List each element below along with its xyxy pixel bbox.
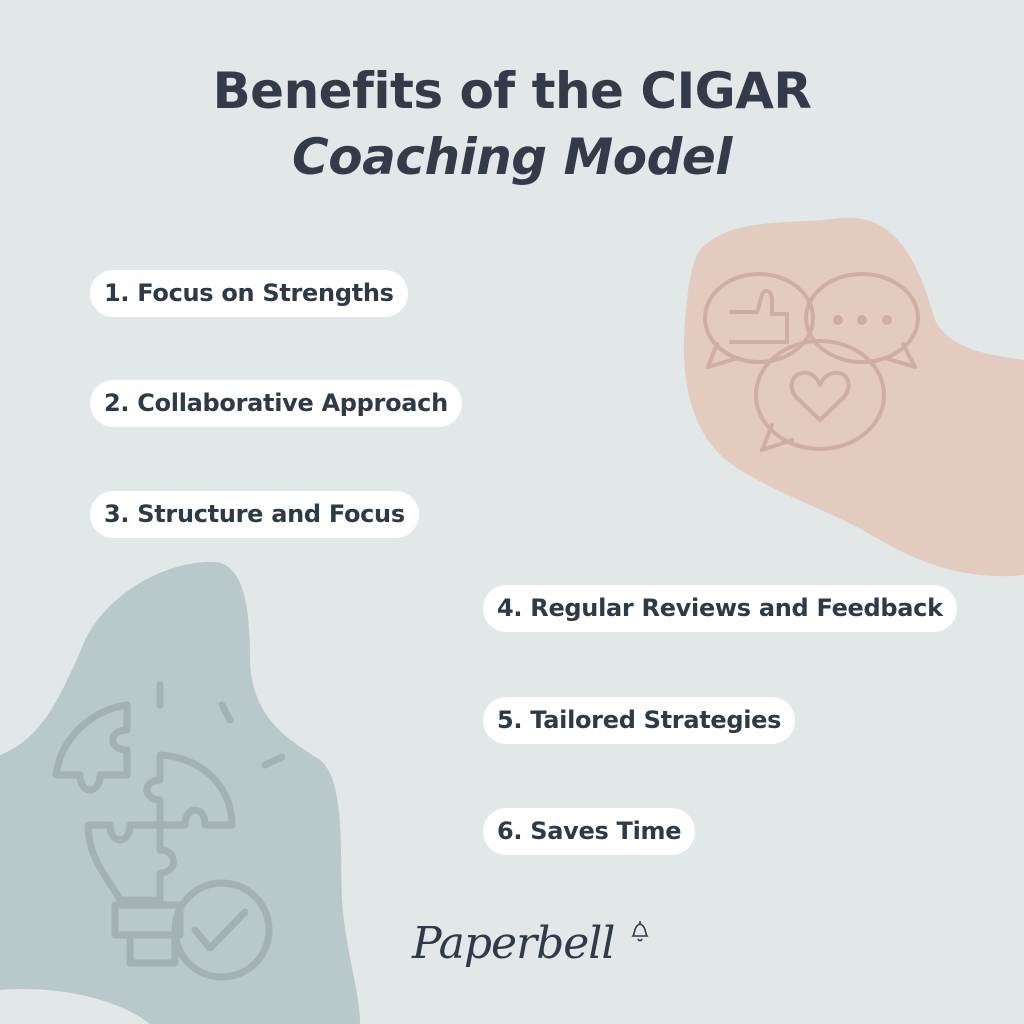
chat-bubbles-icon [703,272,920,452]
benefit-pill: 3. Structure and Focus [90,491,419,538]
benefit-pill: 2. Collaborative Approach [90,380,462,427]
gray-blob [0,561,360,1024]
benefit-pill: 5. Tailored Strategies [483,697,796,744]
title-line-2: Coaching Model [292,128,732,186]
brand-name: Paperbell [412,918,615,969]
benefit-pill: 6. Saves Time [483,808,696,855]
title-line-1: Benefits of the CIGAR [212,62,812,120]
peach-blob [683,217,1024,577]
benefit-pill: 4. Regular Reviews and Feedback [483,585,957,632]
puzzle-lightbulb-icon [52,681,286,981]
brand-logo: Paperbell [412,918,651,969]
benefit-pill: 1. Focus on Strengths [90,270,408,317]
bell-icon [631,921,649,942]
